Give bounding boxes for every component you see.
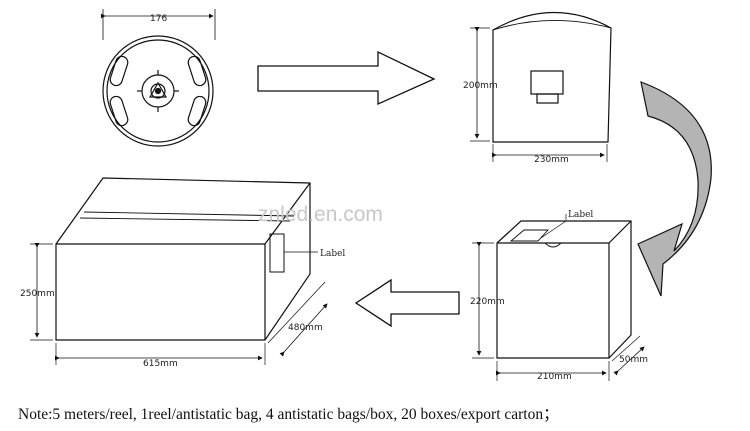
carton-width-label: 615mm — [143, 359, 178, 369]
export-carton — [30, 177, 328, 365]
bag-width-label: 230mm — [534, 155, 569, 165]
bag-height-label: 200mm — [463, 81, 498, 91]
watermark: znled.en.com — [258, 203, 383, 226]
packaging-note: Note:5 meters/reel, 1reel/antistatic bag… — [18, 406, 559, 423]
carton-height-label: 250mm — [20, 289, 55, 299]
carton-depth-label: 480mm — [288, 323, 323, 333]
box-depth-label: 50mm — [619, 355, 648, 365]
arrow-reel-to-bag — [257, 50, 436, 106]
reel — [101, 9, 216, 147]
carton-label-callout: Label — [320, 249, 345, 259]
box-width-label: 210mm — [537, 372, 572, 382]
antistatic-bag — [470, 11, 612, 162]
reel-width-label: 176 — [150, 14, 167, 24]
arrow-bag-to-box — [637, 81, 712, 297]
inner-box — [472, 214, 645, 381]
arrow-box-to-carton — [354, 278, 460, 328]
box-height-label: 220mm — [470, 297, 505, 307]
box-label-callout: Label — [568, 210, 593, 220]
